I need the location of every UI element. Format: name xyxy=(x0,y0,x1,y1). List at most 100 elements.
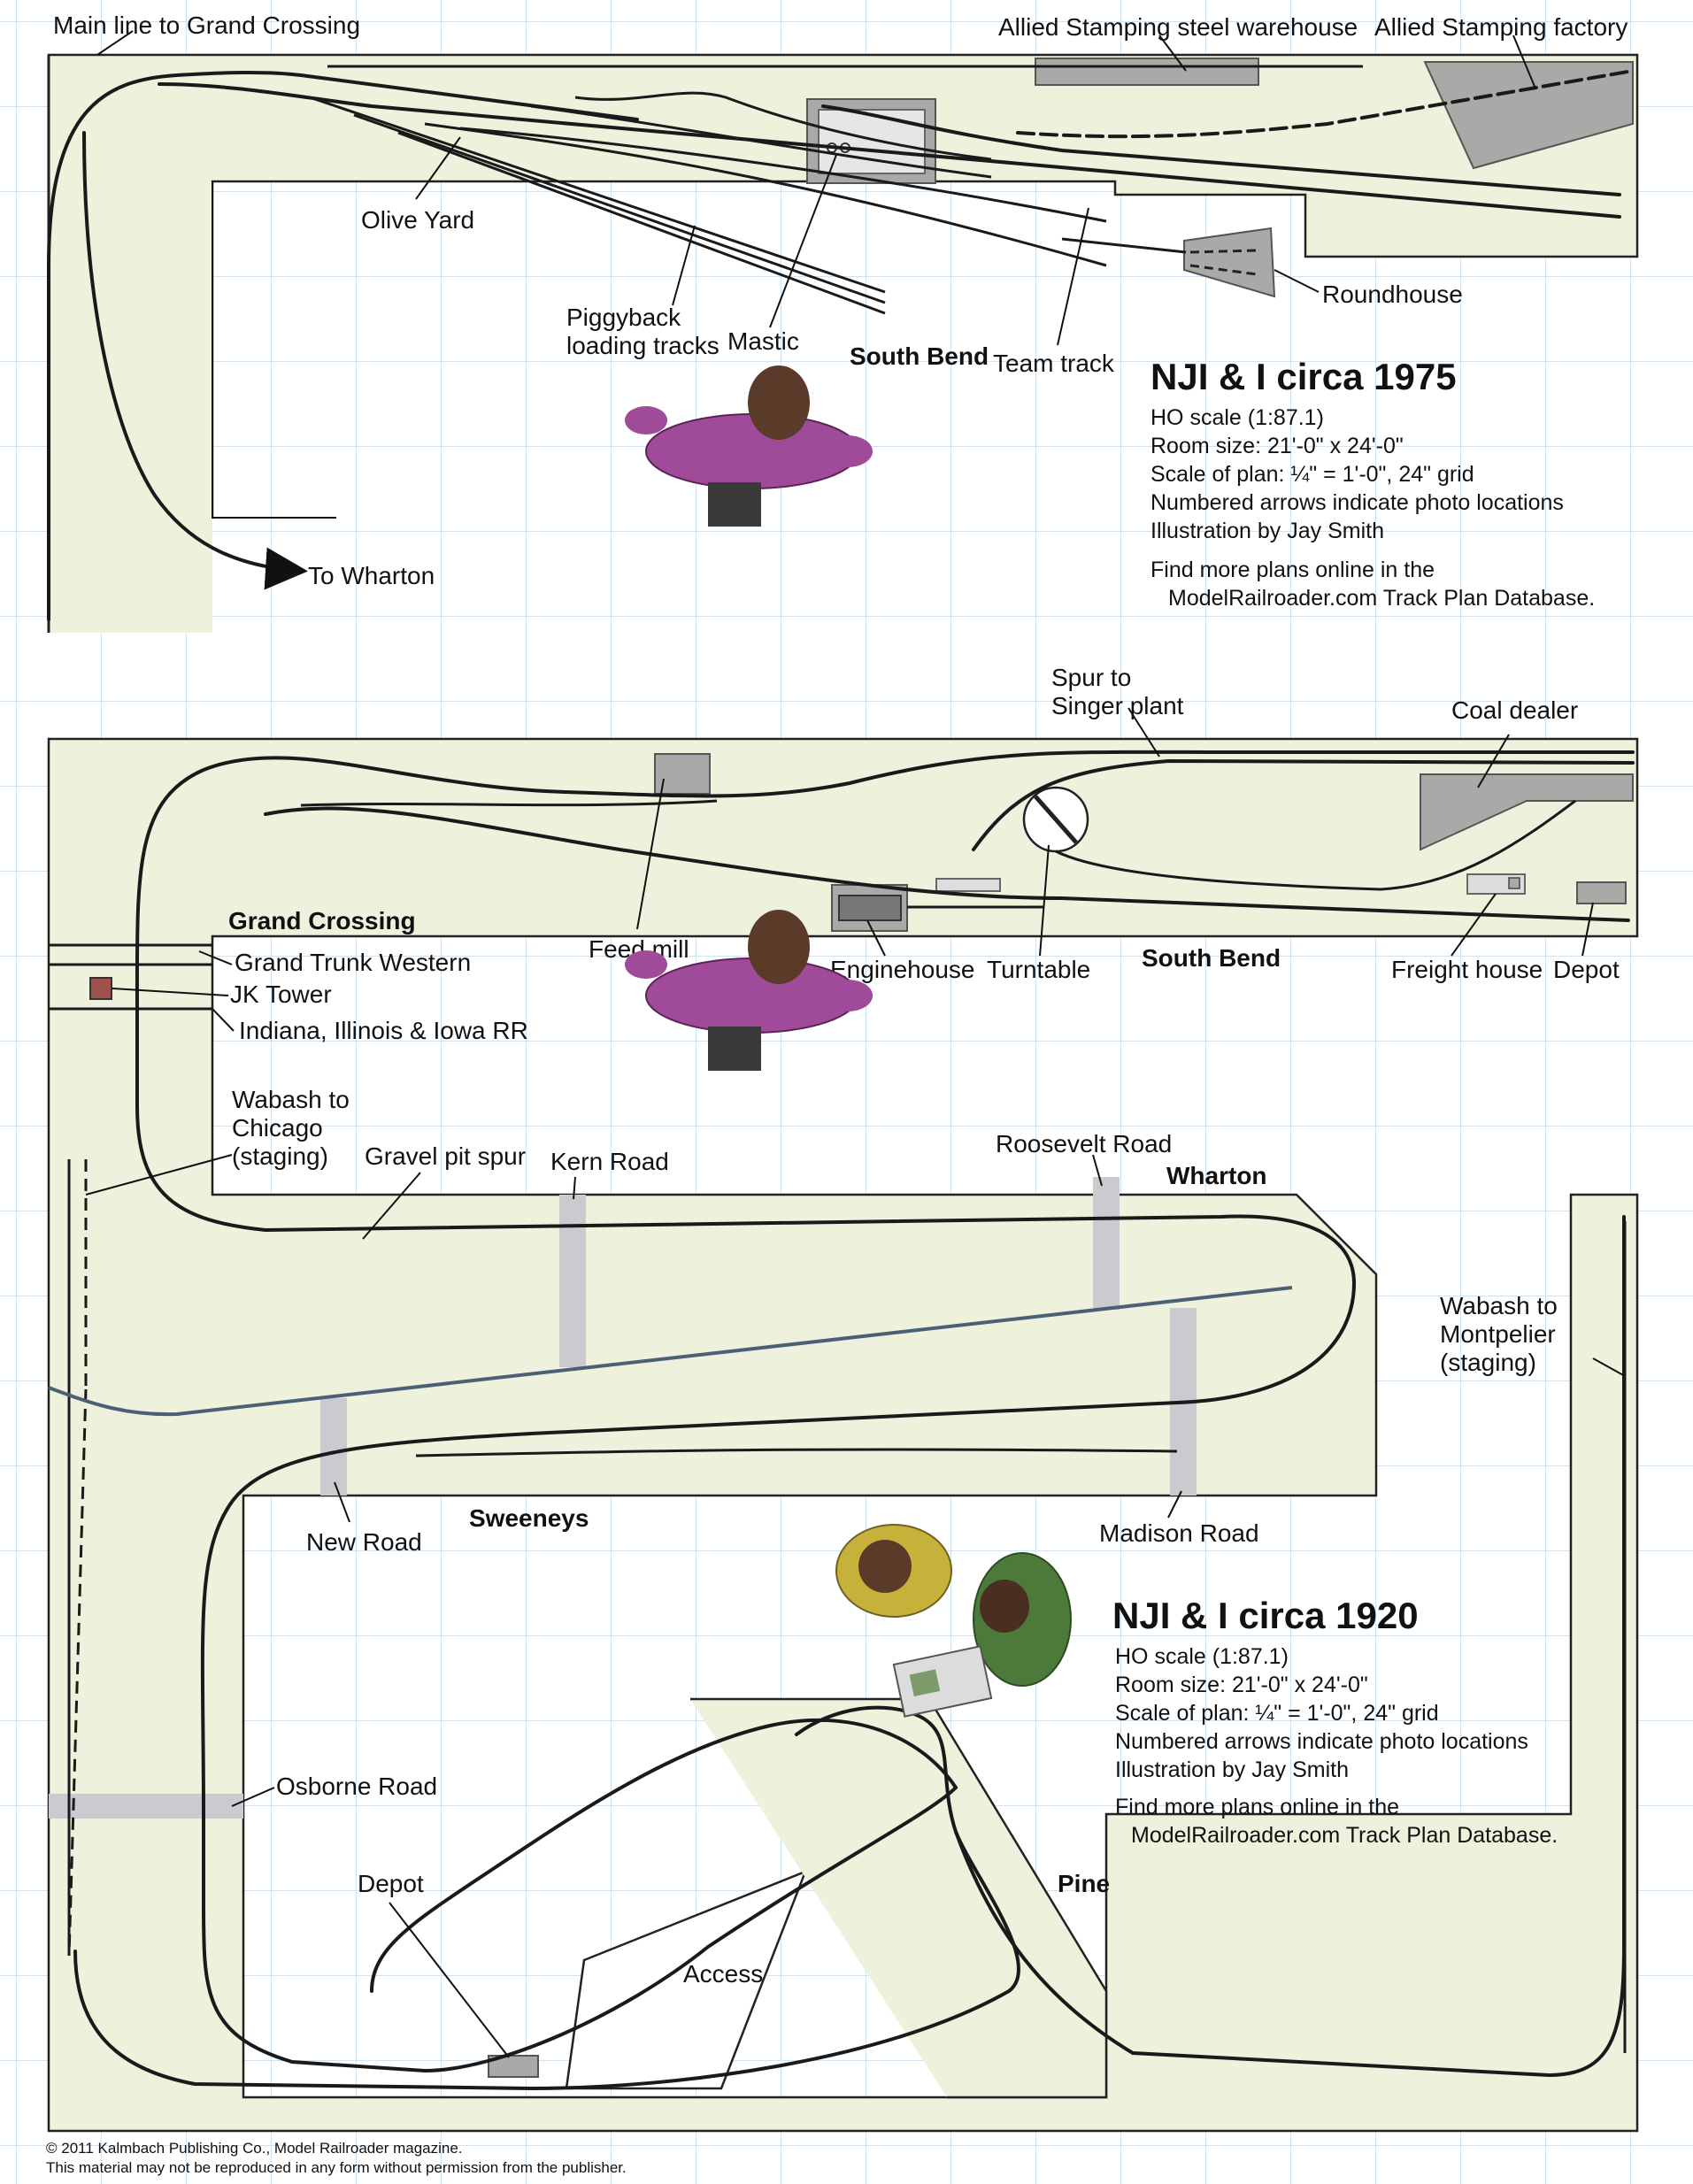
label-pine: Pine xyxy=(1058,1870,1110,1897)
leader-turntable xyxy=(1039,844,1050,957)
benchwork-1975-lower xyxy=(49,181,212,633)
leader-madison-road xyxy=(1167,1490,1182,1519)
label-turntable: Turntable xyxy=(987,956,1090,983)
plan-1975: Main line to Grand Crossing Allied Stamp… xyxy=(47,12,1639,633)
yard-track-3 xyxy=(397,131,886,315)
roundhouse-building xyxy=(1183,227,1276,298)
label-south-bend-1920: South Bend xyxy=(1142,944,1281,972)
label-osborne-road: Osborne Road xyxy=(276,1773,437,1800)
leader-wabash-montpelier xyxy=(1592,1357,1626,1377)
wabash-chicago-connector xyxy=(67,1388,88,1957)
label-wabash-chicago-2: Chicago xyxy=(232,1114,323,1142)
info-1975-arrows: Numbered arrows indicate photo locations xyxy=(1150,490,1564,515)
yard-track-2 xyxy=(353,113,886,304)
label-grand-trunk: Grand Trunk Western xyxy=(235,949,471,976)
wabash-mainline xyxy=(48,1286,1293,1417)
leader-iiirr xyxy=(212,1008,235,1032)
leader-main-line xyxy=(96,30,134,56)
label-access: Access xyxy=(683,1960,763,1988)
label-wabash-chicago-3: (staging) xyxy=(232,1142,328,1170)
label-south-bend-1975: South Bend xyxy=(850,342,989,370)
label-steel-warehouse: Allied Stamping steel warehouse xyxy=(998,13,1358,41)
person-figures-reading-plan xyxy=(835,1524,1072,1718)
leader-osborne-road xyxy=(231,1787,275,1807)
label-roosevelt-road: Roosevelt Road xyxy=(996,1130,1172,1157)
leader-olive-yard xyxy=(415,136,461,200)
singer-spur xyxy=(972,758,1635,851)
main-yard-lead xyxy=(158,82,1621,219)
label-spur-1: Spur to xyxy=(1051,664,1131,691)
person-figure-1920-a xyxy=(625,910,873,1071)
factory-spur xyxy=(1016,69,1635,139)
info-1920-plan-scale: Scale of plan: ¼" = 1'-0", 24" grid xyxy=(1115,1701,1439,1726)
yard-track-1 xyxy=(309,96,886,294)
leader-team-track xyxy=(1057,207,1089,346)
leader-mastic xyxy=(769,154,837,328)
yard-track-4 xyxy=(424,122,1107,267)
more-1920-line2: ModelRailroader.com Track Plan Database. xyxy=(1131,1823,1558,1848)
pine-peninsula xyxy=(690,1697,1108,2099)
feed-mill-building xyxy=(654,753,711,795)
jk-tower-building xyxy=(89,977,112,1000)
leader-spur xyxy=(1127,707,1160,757)
wharton-passing-track xyxy=(415,1448,1178,1457)
label-wabash-montpelier-1: Wabash to xyxy=(1440,1292,1558,1319)
main-loop-track xyxy=(135,750,1635,2073)
label-enginehouse: Enginehouse xyxy=(830,956,974,983)
label-to-wharton: To Wharton xyxy=(308,562,435,589)
label-new-road: New Road xyxy=(306,1528,422,1556)
south-bend-lead xyxy=(264,806,1630,922)
depot-south-bend-building xyxy=(1576,881,1627,904)
label-depot-sb: Depot xyxy=(1553,956,1620,983)
label-wabash-montpelier-3: (staging) xyxy=(1440,1349,1536,1376)
info-1975-room: Room size: 21'-0" x 24'-0" xyxy=(1150,434,1404,458)
leader-kern-road xyxy=(573,1176,576,1200)
label-wharton: Wharton xyxy=(1166,1162,1267,1189)
title-1975: NJI & I circa 1975 xyxy=(1150,356,1457,397)
label-grand-crossing: Grand Crossing xyxy=(228,907,416,934)
info-1920-arrows: Numbered arrows indicate photo locations xyxy=(1115,1729,1528,1754)
label-coal-dealer: Coal dealer xyxy=(1451,696,1578,724)
label-wabash-montpelier-2: Montpelier xyxy=(1440,1320,1556,1348)
title-1920: NJI & I circa 1920 xyxy=(1112,1595,1419,1636)
label-freight-house: Freight house xyxy=(1391,956,1543,983)
leader-jk-tower xyxy=(111,988,229,996)
info-1975-illustration: Illustration by Jay Smith xyxy=(1150,519,1384,543)
leader-coal-dealer xyxy=(1477,734,1510,788)
leader-grand-trunk xyxy=(198,950,233,965)
main-line-track xyxy=(47,70,639,621)
yard-track-5 xyxy=(459,127,1107,223)
leader-factory xyxy=(1512,35,1536,89)
turntable-lead xyxy=(1055,799,1576,891)
label-olive-yard: Olive Yard xyxy=(361,206,474,234)
info-1975-scale: HO scale (1:87.1) xyxy=(1150,405,1324,430)
plan-1920: Spur to Singer plant Coal dealer Grand C… xyxy=(47,664,1639,2133)
label-gravel-pit: Gravel pit spur xyxy=(365,1142,526,1170)
leader-new-road xyxy=(334,1481,350,1523)
label-factory: Allied Stamping factory xyxy=(1374,13,1628,41)
osborne-road xyxy=(49,1794,243,1819)
leader-freight-house xyxy=(1451,893,1497,957)
factory-building xyxy=(1423,61,1634,170)
copyright-line-1: © 2011 Kalmbach Publishing Co., Model Ra… xyxy=(46,2140,463,2157)
copyright-line-2: This material may not be reproduced in a… xyxy=(46,2159,627,2176)
leader-piggyback xyxy=(672,225,696,306)
more-1975-line2: ModelRailroader.com Track Plan Database. xyxy=(1168,586,1595,611)
label-spur-2: Singer plant xyxy=(1051,692,1184,719)
coal-dealer-building xyxy=(1420,773,1634,851)
roundhouse-lead xyxy=(1061,237,1187,254)
label-piggyback-2: loading tracks xyxy=(566,332,720,359)
more-1975-line1: Find more plans online in the xyxy=(1150,558,1435,582)
roosevelt-road xyxy=(1093,1177,1120,1310)
leader-feed-mill xyxy=(636,778,665,930)
label-main-line: Main line to Grand Crossing xyxy=(53,12,360,39)
leader-gravel-pit xyxy=(362,1172,421,1240)
yard-track-6 xyxy=(530,104,992,179)
label-depot-pine: Depot xyxy=(358,1870,424,1897)
more-1920-line1: Find more plans online in the xyxy=(1115,1795,1399,1819)
label-piggyback-1: Piggyback xyxy=(566,304,681,331)
leader-steel-warehouse xyxy=(1158,35,1187,72)
access-hatch xyxy=(565,1869,808,2090)
label-sweeneys: Sweeneys xyxy=(469,1504,589,1532)
person-figure-1975 xyxy=(625,365,873,527)
